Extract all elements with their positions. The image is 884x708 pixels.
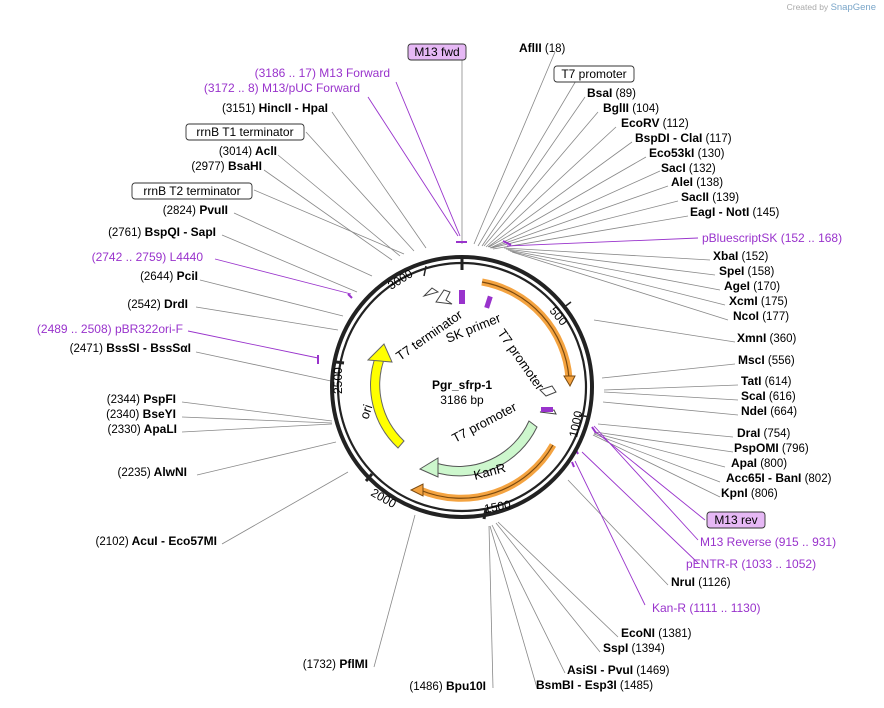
tick-3000: 3000 — [385, 266, 415, 292]
right-site-6: SacI (132) — [661, 161, 716, 175]
primer-leader-lines — [187, 81, 706, 606]
left-site-4: (2761) BspQI - SapI — [108, 225, 216, 239]
right-site-25: NruI (1126) — [671, 575, 731, 589]
credit-prefix: Created by — [786, 2, 829, 12]
primer-mark-3 — [541, 407, 553, 412]
right-site-19: NdeI (664) — [741, 404, 797, 418]
kanr-arrow-head — [418, 457, 439, 478]
right-site-5: Eco53kI (130) — [649, 146, 725, 160]
svg-text:M13 rev: M13 rev — [714, 513, 757, 527]
right-site-23: Acc65I - BanI (802) — [726, 471, 832, 485]
right-site-27: SspI (1394) — [603, 641, 665, 655]
left-site-12: (2102) AcuI - Eco57MI — [95, 534, 217, 548]
right-site-15: XmnI (360) — [737, 331, 797, 345]
right-site-10: XbaI (152) — [713, 249, 769, 263]
sk-primer-mark — [459, 290, 465, 304]
box-rrnb-t1: rrnB T1 terminator — [185, 123, 305, 141]
plasmid-length: 3186 bp — [440, 393, 484, 407]
svg-text:M13 fwd: M13 fwd — [414, 45, 459, 59]
ori-arrow-head — [366, 343, 393, 363]
svg-text:rrnB T2 terminator: rrnB T2 terminator — [143, 184, 240, 198]
left-site-11: (2235) AlwNI — [118, 465, 187, 479]
feature-label-ori: ori — [357, 402, 376, 420]
right-site-13: XcmI (175) — [729, 294, 788, 308]
right-site-7: AleI (138) — [671, 175, 723, 189]
left-primer-1: (3172 .. 8) M13/pUC Forward — [204, 81, 360, 95]
right-primer-3: Kan-R (1111 .. 1130) — [652, 601, 761, 615]
orange-arc-top-head — [563, 375, 576, 388]
left-enzyme-labels: (3151) HincII - HpaI (3014) AclI(2977) Bs… — [70, 101, 486, 693]
left-site-7: (2471) BssSI - BssSαI — [70, 341, 191, 355]
right-site-0: AflII (18) — [519, 41, 565, 55]
box-m13-rev: M13 rev — [706, 511, 766, 529]
box-m13-fwd: M13 fwd — [407, 43, 467, 61]
svg-text:rrnB T1 terminator: rrnB T1 terminator — [196, 125, 293, 139]
left-site-3: (2824) PvuII — [163, 203, 228, 217]
left-site-2: (2977) BsaHI — [191, 159, 262, 173]
right-primer-0: pBluescriptSK (152 .. 168) — [702, 231, 842, 245]
right-site-3: EcoRV (112) — [621, 116, 689, 130]
right-site-26: EcoNI (1381) — [621, 626, 692, 640]
left-primer-2: (2742 .. 2759) L4440 — [92, 250, 204, 264]
backbone — [330, 255, 594, 520]
box-t7-promoter: T7 promoter — [553, 65, 635, 83]
tick-1000: 1000 — [566, 409, 585, 438]
right-site-29: BsmBI - Esp3I (1485) — [536, 678, 653, 692]
ori-arrow — [370, 354, 405, 449]
right-primer-2: pENTR-R (1033 .. 1052) — [686, 557, 816, 571]
left-site-6: (2542) DrdI — [127, 297, 188, 311]
left-site-14: (1486) Bpu10I — [409, 679, 486, 693]
right-site-11: SpeI (158) — [719, 264, 775, 278]
feature-label-t7-promoter-top: T7 promoter — [495, 326, 548, 393]
right-site-21: PspOMI (796) — [734, 441, 809, 455]
right-site-14: NcoI (177) — [733, 309, 789, 323]
right-site-24: KpnI (806) — [721, 486, 778, 500]
svg-text:T7 promoter: T7 promoter — [561, 67, 626, 81]
tick-2000: 2000 — [369, 485, 399, 511]
left-primer-labels: (3186 .. 17) M13 Forward(3172 .. 8) M13/… — [37, 66, 390, 336]
right-site-18: ScaI (616) — [741, 389, 796, 403]
primer-mark-2 — [484, 295, 493, 309]
right-site-17: TatI (614) — [741, 374, 792, 388]
right-site-20: DraI (754) — [737, 426, 791, 440]
leader-lines — [181, 51, 739, 689]
right-site-1: BsaI (89) — [587, 86, 636, 100]
right-site-9: EagI - NotI (145) — [690, 205, 780, 219]
left-site-0: (3151) HincII - HpaI — [222, 101, 328, 115]
left-site-8: (2344) PspFI — [107, 392, 176, 406]
t7-term-arrow — [435, 289, 453, 305]
right-site-4: BspDI - ClaI (117) — [635, 131, 732, 145]
right-enzyme-labels: AflII (18) BsaI (89)BglII (104)EcoRV (112… — [519, 41, 832, 692]
tick-2500: 2500 — [331, 367, 345, 394]
right-site-2: BglII (104) — [603, 101, 659, 115]
t7-prom-arrow — [539, 385, 557, 397]
left-primer-3: (2489 .. 2508) pBR322ori-F — [37, 322, 183, 336]
left-site-13: (1732) PflMI — [303, 657, 368, 671]
right-site-16: MscI (556) — [738, 353, 795, 367]
right-site-8: SacII (139) — [681, 190, 739, 204]
right-primer-labels: pBluescriptSK (152 .. 168) M13 Reverse (9… — [652, 231, 842, 615]
features — [366, 278, 576, 502]
plasmid-name: Pgr_sfrp-1 — [432, 378, 492, 392]
left-site-5: (2644) PciI — [140, 269, 198, 283]
t7-term-arrow-2 — [422, 287, 440, 298]
snapgene-brand: SnapGene — [830, 2, 876, 13]
right-site-28: AsiSI - PvuI (1469) — [567, 663, 670, 677]
left-site-10: (2330) ApaLI — [108, 422, 177, 436]
right-primer-1: M13 Reverse (915 .. 931) — [700, 535, 836, 549]
primer-site-marks — [317, 240, 597, 468]
tick-1500: 1500 — [483, 497, 512, 515]
orange-arc-bottom-head — [409, 483, 424, 497]
right-site-12: AgeI (170) — [724, 279, 780, 293]
box-rrnb-t2: rrnB T2 terminator — [131, 182, 253, 200]
left-site-1: (3014) AclI — [219, 144, 277, 158]
right-site-22: ApaI (800) — [731, 456, 787, 470]
snapgene-credit: Created by SnapGene — [787, 2, 876, 13]
left-primer-0: (3186 .. 17) M13 Forward — [255, 66, 390, 80]
left-site-9: (2340) BseYI — [106, 407, 176, 421]
feature-label-kanr: KanR — [472, 460, 507, 483]
